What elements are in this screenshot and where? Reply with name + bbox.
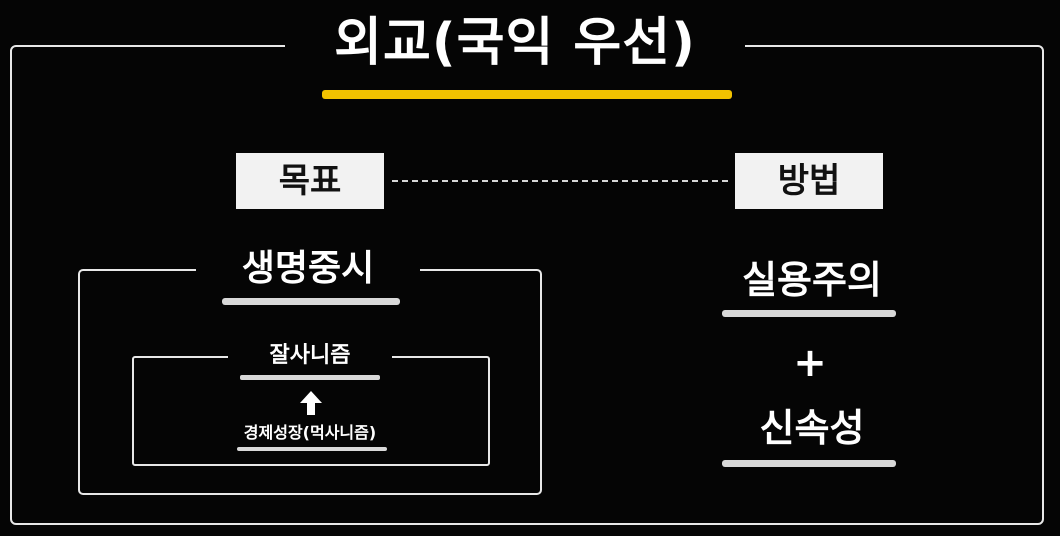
economic-growth-label: 경제성장(먹사니즘) <box>243 423 377 442</box>
jalsanism-label: 잘사니즘 <box>269 343 351 368</box>
up-arrow-icon <box>296 388 326 418</box>
speed-underline <box>722 460 896 467</box>
life-priority-label: 생명중시 <box>241 248 375 289</box>
method-header: 방법 <box>735 153 883 209</box>
goal-header: 목표 <box>236 153 384 209</box>
pragmatism-underline <box>722 310 896 317</box>
life-priority-underline <box>222 298 400 305</box>
speed-label: 신속성 <box>759 406 865 450</box>
title-backdrop <box>285 0 745 80</box>
jalsanism-label-backdrop <box>228 337 392 375</box>
title-underline <box>322 90 732 99</box>
dashed-connector <box>392 180 728 182</box>
economic-growth-underline <box>237 447 387 451</box>
plus-icon: + <box>793 340 827 386</box>
pragmatism-label: 실용주의 <box>742 258 882 302</box>
jalsanism-underline <box>240 375 380 380</box>
page-title: 외교(국익 우선) <box>334 13 696 73</box>
life-label-backdrop <box>196 240 420 298</box>
